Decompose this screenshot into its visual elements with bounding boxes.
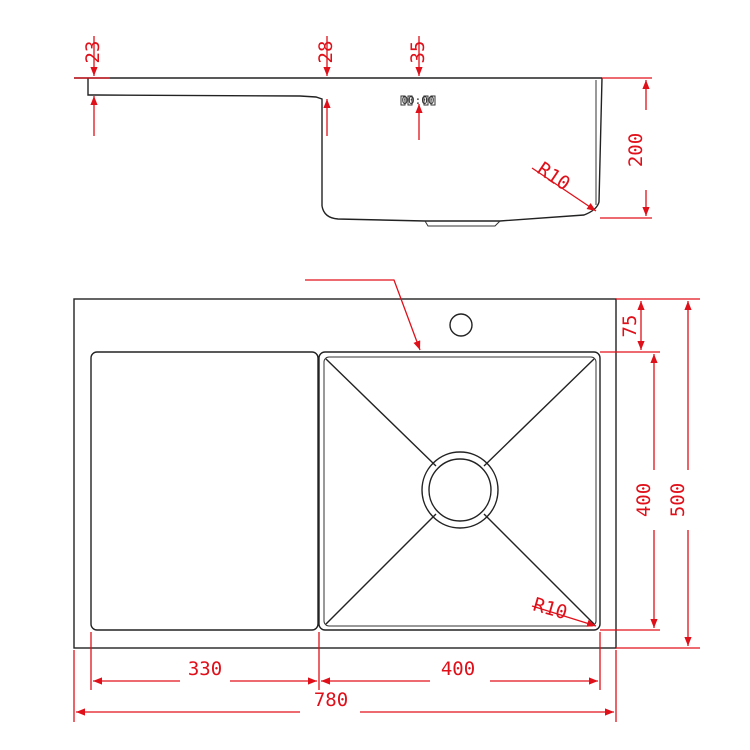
overflow-slots: [400, 95, 436, 106]
dim-overall-width: 500: [616, 301, 700, 649]
tap-hole: [449, 313, 473, 337]
dim-label-400-horizontal: 400: [441, 658, 475, 680]
bowl-diagonal-br: [483, 513, 595, 625]
dim-label-23: 23: [82, 41, 104, 64]
dim-bowl-width: 400: [321, 658, 598, 685]
dim-label-330: 330: [188, 658, 222, 680]
dim-label-r10-section: R10: [533, 158, 574, 195]
dim-label-400-vertical: 400: [633, 483, 655, 517]
drain-outlet: [424, 220, 501, 227]
dim-label-r10-plan: R10: [531, 594, 570, 625]
dim-plan-radius: R10: [531, 594, 597, 627]
drain-inner-ring: [428, 458, 492, 522]
drain-outer-ring: [421, 451, 499, 529]
dim-label-35: 35: [407, 41, 429, 64]
sink-outline: [73, 298, 617, 649]
bowl-diagonal-bl: [325, 513, 437, 625]
dim-depth: 200: [600, 77, 652, 219]
dim-bowl-length: 400: [600, 354, 660, 631]
bowl-inner: [323, 356, 597, 627]
overflow-marking-text: 00:00: [401, 94, 434, 107]
drainboard-profile: [87, 78, 323, 206]
bowl-diagonal-tl: [325, 358, 437, 467]
dim-tap-offset: 75: [600, 298, 700, 353]
dim-thickness-mid: 28: [315, 36, 337, 136]
drainboard: [90, 351, 319, 631]
dim-section-radius: R10: [531, 158, 597, 212]
dim-label-75: 75: [619, 315, 641, 338]
bowl-outer: [318, 351, 601, 631]
plan-view: [73, 298, 617, 649]
section-view: [74, 77, 603, 227]
dim-label-28: 28: [315, 41, 337, 64]
bowl-diagonal-tr: [483, 358, 595, 467]
dim-drainboard-width: 330: [93, 658, 317, 685]
dim-overflow: 35: [407, 36, 429, 140]
dim-label-780: 780: [314, 689, 348, 711]
dim-thickness-left: 23: [74, 36, 110, 136]
dim-label-500: 500: [667, 483, 689, 517]
dim-label-200: 200: [625, 133, 647, 167]
bowl-profile: [321, 77, 603, 222]
leader-bowl-rim: [305, 279, 421, 351]
dim-overall-length: 780: [76, 689, 614, 716]
